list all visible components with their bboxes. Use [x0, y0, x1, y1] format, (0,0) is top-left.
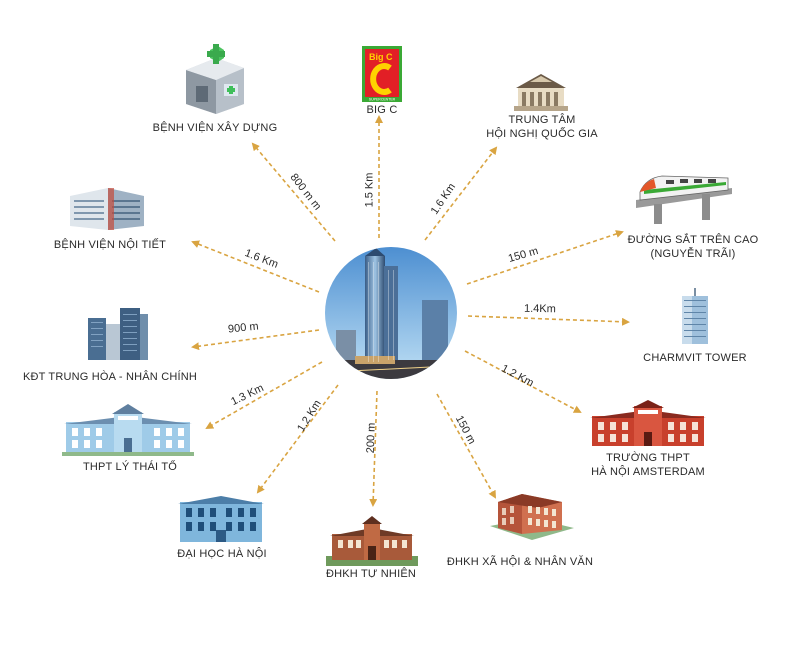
- school-blue-icon: [62, 404, 194, 456]
- svg-text:SUPERCENTER: SUPERCENTER: [369, 98, 396, 102]
- hospital-building-icon: [70, 188, 144, 230]
- label-thpt-ly-thai-to: THPT LÝ THÁI TỔ: [82, 461, 178, 473]
- metro-train-icon: [636, 175, 732, 224]
- label-trung-tam-hoi-nghi: TRUNG TÂM HỘI NGHỊ QUỐC GIA: [486, 114, 598, 140]
- label-dhkh-xa-hoi: ĐHKH XÃ HỘI & NHÂN VĂN: [446, 556, 594, 568]
- distance-dhkh-tu-nhien: 200 m: [364, 422, 378, 454]
- label-benh-vien-noi-tiet: BỆNH VIỆN NỘI TIẾT: [53, 239, 167, 251]
- arrow-dhkh-tu-nhien: [369, 390, 378, 507]
- label-benh-vien-xay-dung: BỆNH VIỆN XÂY DỰNG: [152, 122, 278, 134]
- urban-towers-icon: [88, 308, 148, 360]
- hospital-icon: [186, 44, 244, 114]
- arrow-kdt-trung-hoa: [191, 329, 320, 351]
- label-charmvit-tower: CHARMVIT TOWER: [643, 352, 747, 364]
- arrow-benh-vien-xay-dung: [251, 142, 336, 242]
- arrow-trung-tam-hoi-nghi: [424, 146, 498, 241]
- label-kdt-trung-hoa: KĐT TRUNG HÒA - NHÂN CHÍNH: [22, 371, 198, 383]
- arrow-charmvit-tower: [467, 315, 630, 326]
- convention-center-icon: [514, 74, 568, 111]
- university-blue-icon: [178, 496, 264, 542]
- skyscraper-icon: [682, 288, 708, 344]
- distance-charmvit-tower: 1.4Km: [523, 302, 556, 316]
- arrow-duong-sat-tren-cao: [466, 230, 624, 285]
- label-big-c: BIG C: [366, 104, 398, 116]
- svg-text:Big C: Big C: [369, 52, 393, 62]
- label-truong-thpt-amsterdam: TRƯỜNG THPT HÀ NỘI AMSTERDAM: [591, 452, 705, 478]
- arrow-truong-thpt-amsterdam: [464, 350, 582, 413]
- university-red-icon: [490, 494, 574, 540]
- arrow-thpt-ly-thai-to: [205, 361, 323, 429]
- arrow-dai-hoc-ha-noi: [256, 384, 339, 494]
- school-red-icon: [590, 400, 706, 446]
- university-brick-icon: [326, 516, 418, 566]
- arrow-benh-vien-noi-tiet: [191, 240, 320, 293]
- label-duong-sat-tren-cao: ĐƯỜNG SẮT TRÊN CAO (NGUYỄN TRÃI): [627, 234, 759, 260]
- arrow-dhkh-xa-hoi: [436, 393, 496, 499]
- label-dai-hoc-ha-noi: ĐẠI HỌC HÀ NỘI: [177, 548, 267, 560]
- distance-big-c: 1.5 Km: [363, 172, 376, 208]
- bigc-logo: Big C SUPERCENTER: [362, 46, 402, 102]
- label-dhkh-tu-nhien: ĐHKH TỰ NHIÊN: [325, 568, 417, 578]
